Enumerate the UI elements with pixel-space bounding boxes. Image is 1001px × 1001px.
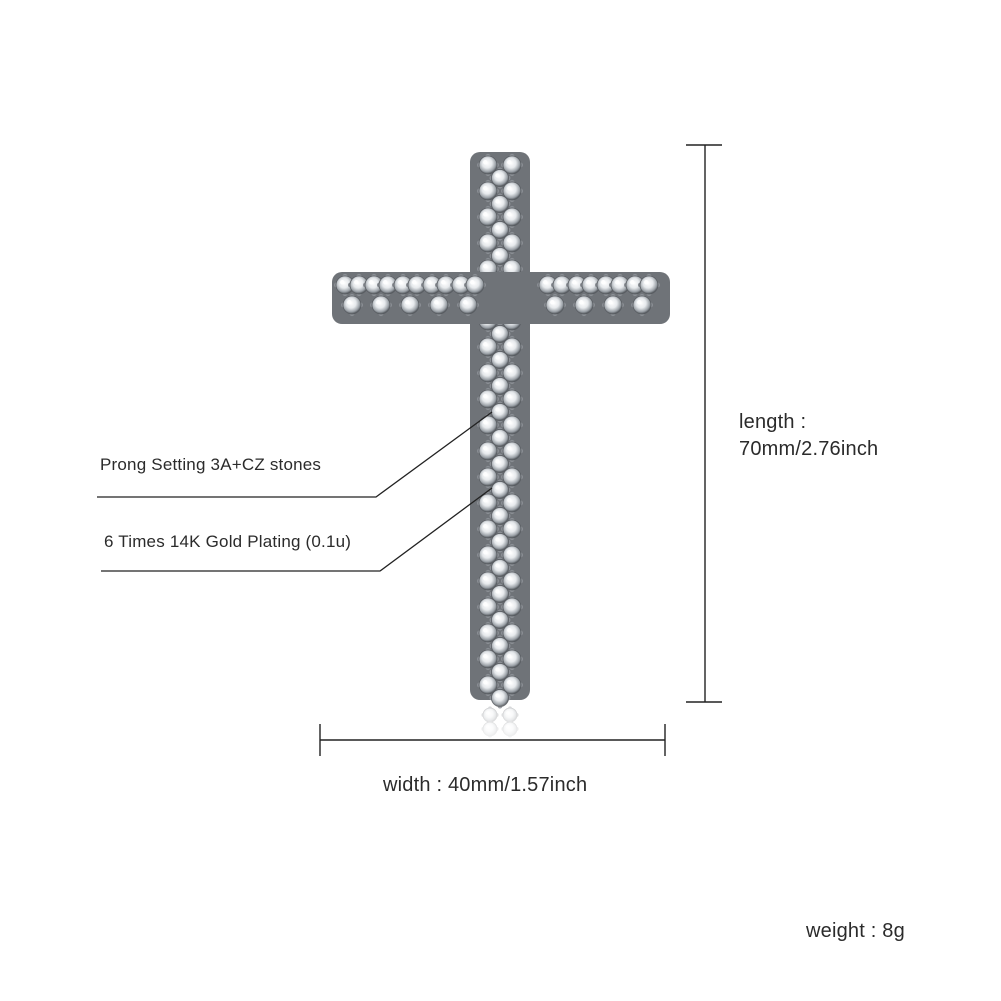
stone xyxy=(476,595,500,619)
stone xyxy=(489,245,511,267)
stone xyxy=(489,557,511,579)
stone xyxy=(572,293,596,317)
stone xyxy=(476,413,500,437)
stone xyxy=(489,505,511,527)
stone xyxy=(623,273,647,297)
stone xyxy=(637,273,661,297)
stone xyxy=(630,293,654,317)
cross-vertical-bar xyxy=(470,152,530,709)
length-value: 70mm/2.76inch xyxy=(739,438,879,460)
stone xyxy=(489,219,511,241)
stone xyxy=(476,179,500,203)
stone xyxy=(489,349,511,371)
stone xyxy=(476,673,500,697)
stone xyxy=(489,635,511,657)
length-label: length : 70mm/2.76inch xyxy=(739,409,878,463)
stone xyxy=(476,543,500,567)
stone xyxy=(500,595,524,619)
stone xyxy=(489,583,511,605)
reflection-fade xyxy=(460,700,540,750)
stone xyxy=(476,621,500,645)
stone xyxy=(489,375,511,397)
length-caption: length : xyxy=(739,411,807,433)
stone xyxy=(489,427,511,449)
stone xyxy=(340,293,364,317)
cross-pendant xyxy=(332,152,670,709)
stone xyxy=(489,609,511,631)
stone xyxy=(500,413,524,437)
plating-callout-line xyxy=(101,487,493,572)
stone xyxy=(398,293,422,317)
stone xyxy=(500,439,524,463)
stone xyxy=(476,153,500,177)
stone xyxy=(500,465,524,489)
stone xyxy=(476,491,500,515)
weight-label: weight : 8g xyxy=(806,920,905,942)
stone xyxy=(476,335,500,359)
stone xyxy=(500,361,524,385)
stone xyxy=(500,491,524,515)
prong-callout-line xyxy=(97,411,493,498)
stone xyxy=(489,479,511,501)
stone xyxy=(500,179,524,203)
stone xyxy=(601,293,625,317)
stone xyxy=(550,273,574,297)
stone xyxy=(476,647,500,671)
stone xyxy=(500,569,524,593)
stone xyxy=(476,387,500,411)
stone xyxy=(500,335,524,359)
stone xyxy=(543,293,567,317)
stone xyxy=(500,647,524,671)
stone xyxy=(476,517,500,541)
cross-horizontal-bar xyxy=(332,272,670,324)
stone xyxy=(500,387,524,411)
width-dimension-line xyxy=(319,724,666,756)
width-label: width : 40mm/1.57inch xyxy=(383,774,588,796)
stone xyxy=(456,293,480,317)
stone xyxy=(476,439,500,463)
stone xyxy=(463,273,487,297)
stone xyxy=(489,193,511,215)
stone xyxy=(489,453,511,475)
stone xyxy=(500,543,524,567)
stone xyxy=(476,569,500,593)
stone xyxy=(489,323,511,345)
stone xyxy=(500,231,524,255)
stone xyxy=(476,361,500,385)
stone xyxy=(476,205,500,229)
stone xyxy=(536,273,560,297)
gold-plating-label: 6 Times 14K Gold Plating (0.1u) xyxy=(104,532,352,551)
stone xyxy=(500,621,524,645)
stone xyxy=(500,517,524,541)
stone xyxy=(489,661,511,683)
stone xyxy=(434,273,458,297)
prong-setting-label: Prong Setting 3A+CZ stones xyxy=(100,455,322,474)
stone xyxy=(427,293,451,317)
stone xyxy=(594,273,618,297)
stone xyxy=(500,205,524,229)
stone xyxy=(579,273,603,297)
stone xyxy=(369,293,393,317)
stone xyxy=(476,231,500,255)
stone xyxy=(500,153,524,177)
length-dimension-line xyxy=(686,144,722,703)
stone xyxy=(476,465,500,489)
stone xyxy=(489,531,511,553)
stone xyxy=(489,167,511,189)
stone xyxy=(500,673,524,697)
